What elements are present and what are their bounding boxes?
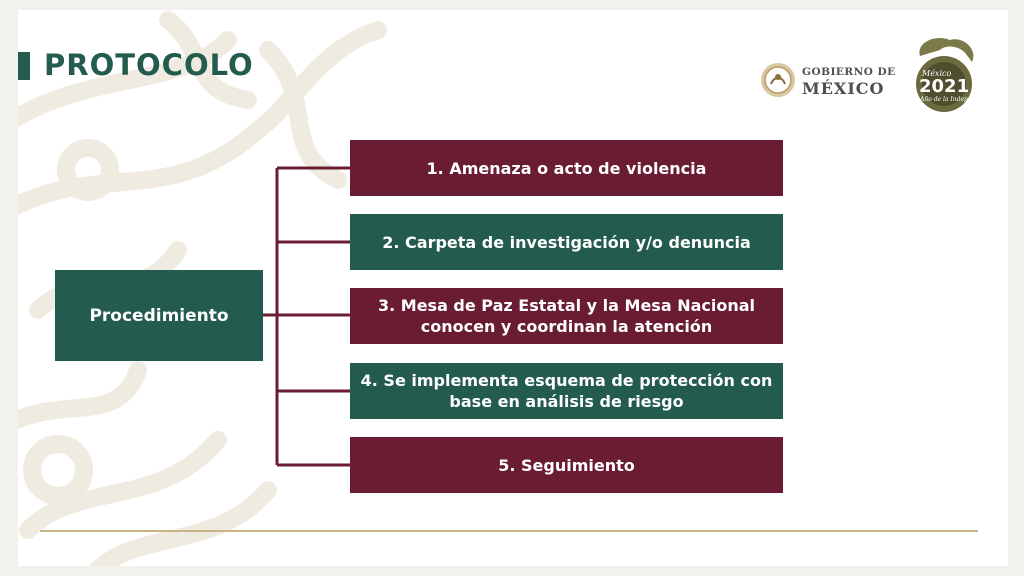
procedure-root-node: Procedimiento <box>55 270 263 361</box>
title-accent-bar <box>18 52 30 80</box>
page-title: PROTOCOLO <box>44 48 254 82</box>
step-2-node: 2. Carpeta de investigación y/o denuncia <box>350 214 783 270</box>
serpent-emblem-icon <box>916 37 974 112</box>
logo-text-line2: MÉXICO <box>802 79 885 98</box>
slide: PROTOCOLO GOBIERNO DE MÉXICO México 2021… <box>18 10 1008 566</box>
step-5-node: 5. Seguimiento <box>350 437 783 493</box>
step-4-node: 4. Se implementa esquema de protección c… <box>350 363 783 419</box>
anniversary-2021-logo: México 2021 Año de la Independencia <box>906 34 995 114</box>
anniversary-text-subtitle: Año de la Independencia <box>920 96 996 103</box>
footer-divider <box>40 530 978 532</box>
anniversary-text-mexico: México <box>922 69 952 78</box>
logo-text-line1: GOBIERNO DE <box>802 66 896 78</box>
gobierno-de-mexico-logo: GOBIERNO DE MÉXICO <box>760 60 895 100</box>
anniversary-year: 2021 <box>919 76 970 97</box>
step-3-node: 3. Mesa de Paz Estatal y la Mesa Naciona… <box>350 288 783 344</box>
national-seal-icon <box>761 63 795 97</box>
diagram-connectors <box>263 166 350 467</box>
step-1-node: 1. Amenaza o acto de violencia <box>350 140 783 196</box>
